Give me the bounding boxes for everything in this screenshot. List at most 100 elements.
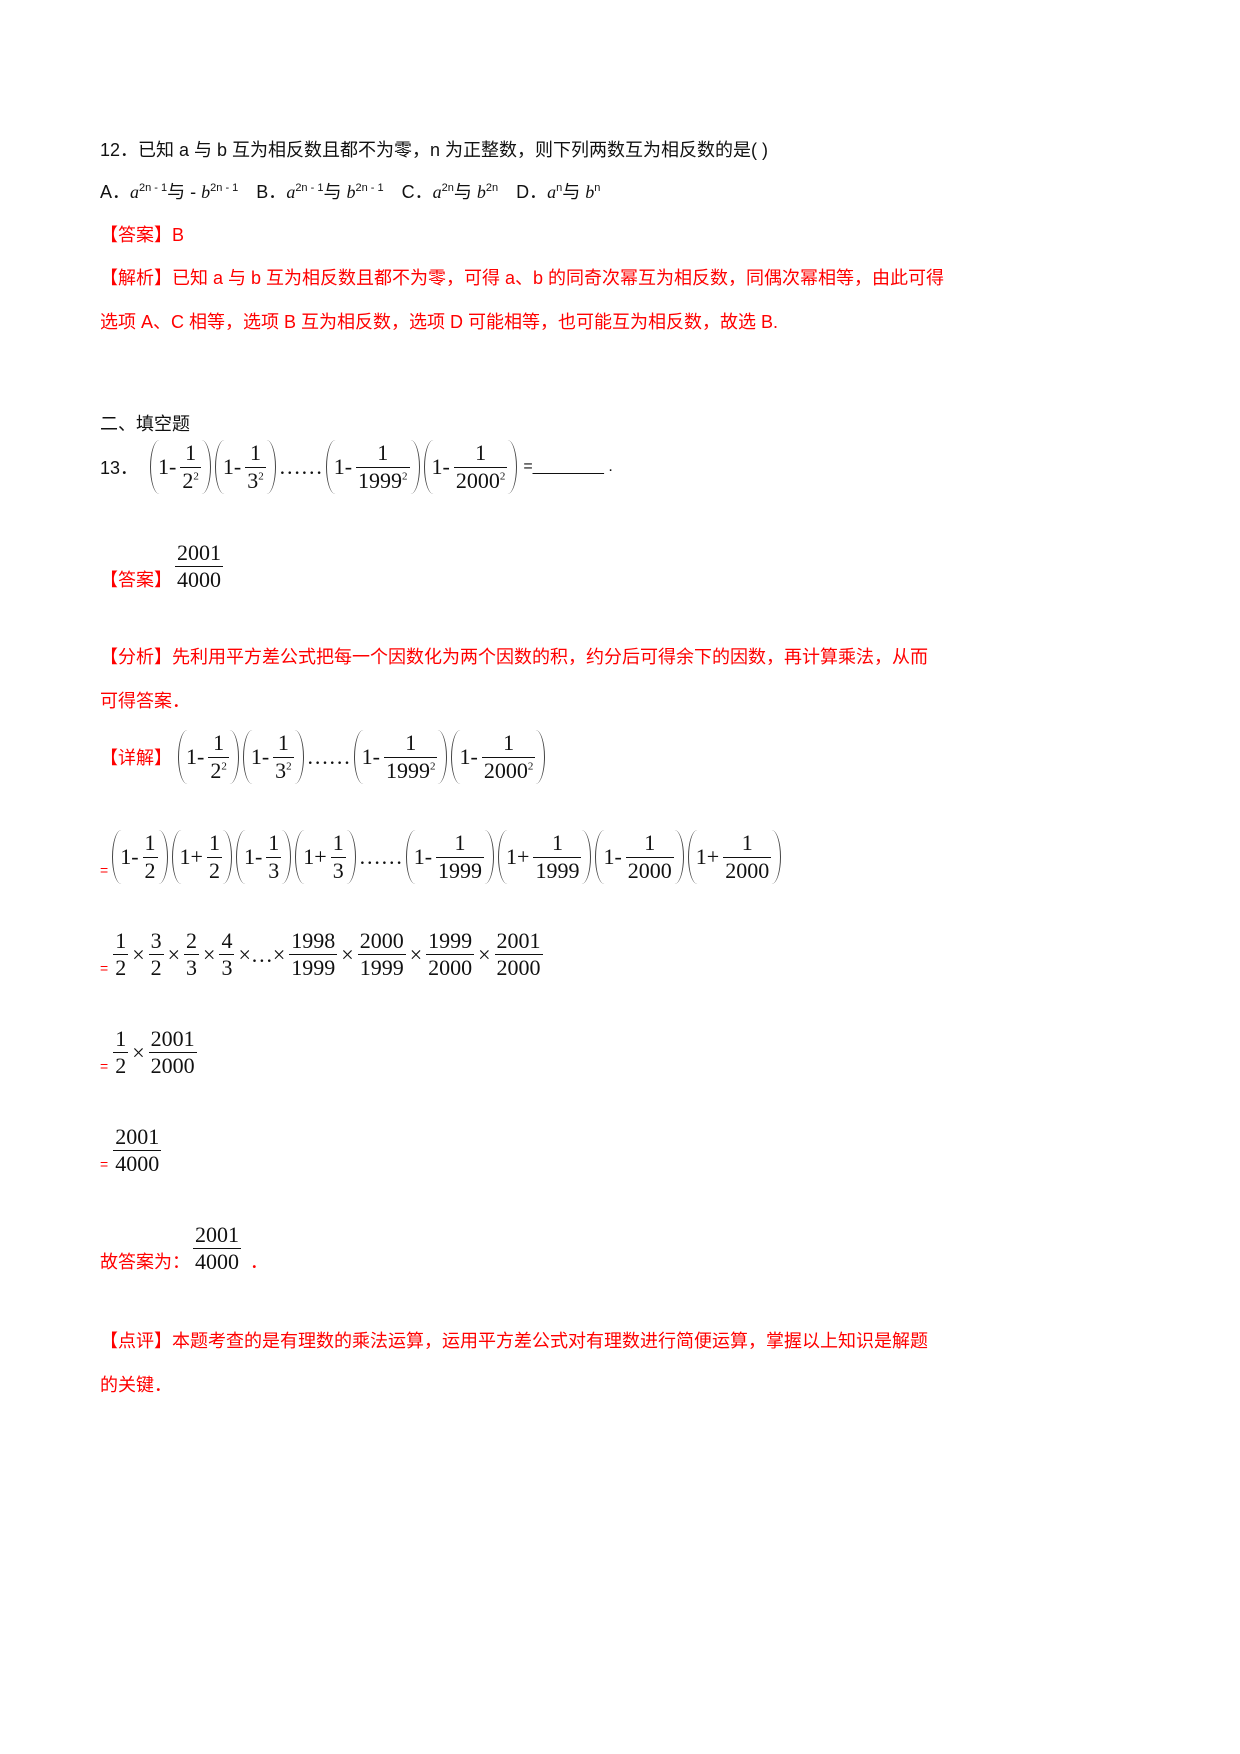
numerator: 2000 <box>359 928 404 953</box>
answer-blank: =________ . <box>523 458 613 475</box>
math-text: 1- <box>158 454 177 479</box>
math-text: 1+ <box>303 844 327 869</box>
exponent: 2 <box>527 760 534 773</box>
dianping-line-1: 【点评】本题考查的是有理数的乘法运算，运用平方差公式对有理数进行简便运算，掌握以… <box>100 1331 928 1351</box>
exponent: 2 <box>402 470 408 483</box>
numerator: 1 <box>475 440 487 466</box>
math-text: …… <box>306 744 351 769</box>
denominator-value: 1999 <box>438 857 483 883</box>
denominator: 1999 <box>533 856 582 884</box>
math-text: 1- <box>431 454 450 479</box>
dianping-line-2: 的关键． <box>100 1375 172 1395</box>
math-text: 1- <box>222 454 242 479</box>
numerator: 1999 <box>428 928 473 953</box>
numerator: 1 <box>208 830 220 856</box>
denominator-value: 3 <box>186 955 198 981</box>
numerator: 1 <box>741 830 753 856</box>
denominator: 2000 <box>148 1052 197 1079</box>
denominator-value: 2 <box>208 857 220 883</box>
math-text: 1- <box>413 844 433 869</box>
numerator: 1 <box>503 730 515 756</box>
denominator-value: 4000 <box>195 1249 239 1275</box>
numerator: 3 <box>150 928 162 953</box>
math-text: × <box>167 941 181 967</box>
denominator-value: 2000 <box>627 857 672 883</box>
denominator-value: 2000 <box>428 955 473 981</box>
xiangjie-label: 【详解】 <box>100 748 172 768</box>
exponent: 2 <box>258 470 264 483</box>
equals-sign: = <box>100 959 109 976</box>
numerator: 1 <box>377 440 389 466</box>
math-text: × <box>341 941 354 967</box>
fenxi-line-1: 【分析】先利用平方差公式把每一个因数化为两个因数的积，约分后可得余下的因数，再计… <box>100 647 928 667</box>
math-text: 1- <box>459 744 478 769</box>
numerator: 1 <box>115 928 127 953</box>
math-text: 1+ <box>506 844 530 869</box>
exponent: 2 <box>499 470 506 483</box>
numerator: 1 <box>213 730 225 756</box>
denominator-value: 2 <box>150 955 162 981</box>
math-text: × <box>132 941 145 967</box>
denominator: 20002 <box>453 466 508 494</box>
denominator-value: 2000 <box>483 757 528 783</box>
exponent: 2 <box>429 760 436 773</box>
numerator: 1 <box>144 830 156 856</box>
denominator-value: 3 <box>332 857 344 883</box>
denominator-value: 2 <box>115 955 127 981</box>
denominator: 2000 <box>426 954 475 981</box>
exponent: 2 <box>193 470 199 483</box>
math-text: 1+ <box>695 844 720 869</box>
exponent: 2 <box>286 760 292 773</box>
denominator-value: 2000 <box>455 467 500 493</box>
denominator-value: 2000 <box>150 1053 195 1079</box>
equals-sign: = <box>100 862 109 878</box>
denominator: 19992 <box>383 756 438 784</box>
option-b: B．a2n - 1与 b2n - 1 <box>256 182 384 202</box>
denominator-value: 3 <box>268 857 280 883</box>
denominator: 19992 <box>356 466 410 494</box>
denominator-value: 2 <box>115 1053 127 1079</box>
math-text: × <box>409 941 423 967</box>
math-text: × <box>478 941 491 967</box>
math-text: 1+ <box>179 844 203 869</box>
math-text: …… <box>358 844 403 869</box>
denominator-value: 1999 <box>385 757 430 783</box>
denominator-value: 4000 <box>177 567 221 593</box>
denominator: 2 <box>142 856 158 884</box>
denominator: 2 <box>113 954 129 981</box>
denominator: 2000 <box>723 856 772 884</box>
final-period: ． <box>250 1251 268 1272</box>
denominator-value: 2 <box>144 857 156 883</box>
